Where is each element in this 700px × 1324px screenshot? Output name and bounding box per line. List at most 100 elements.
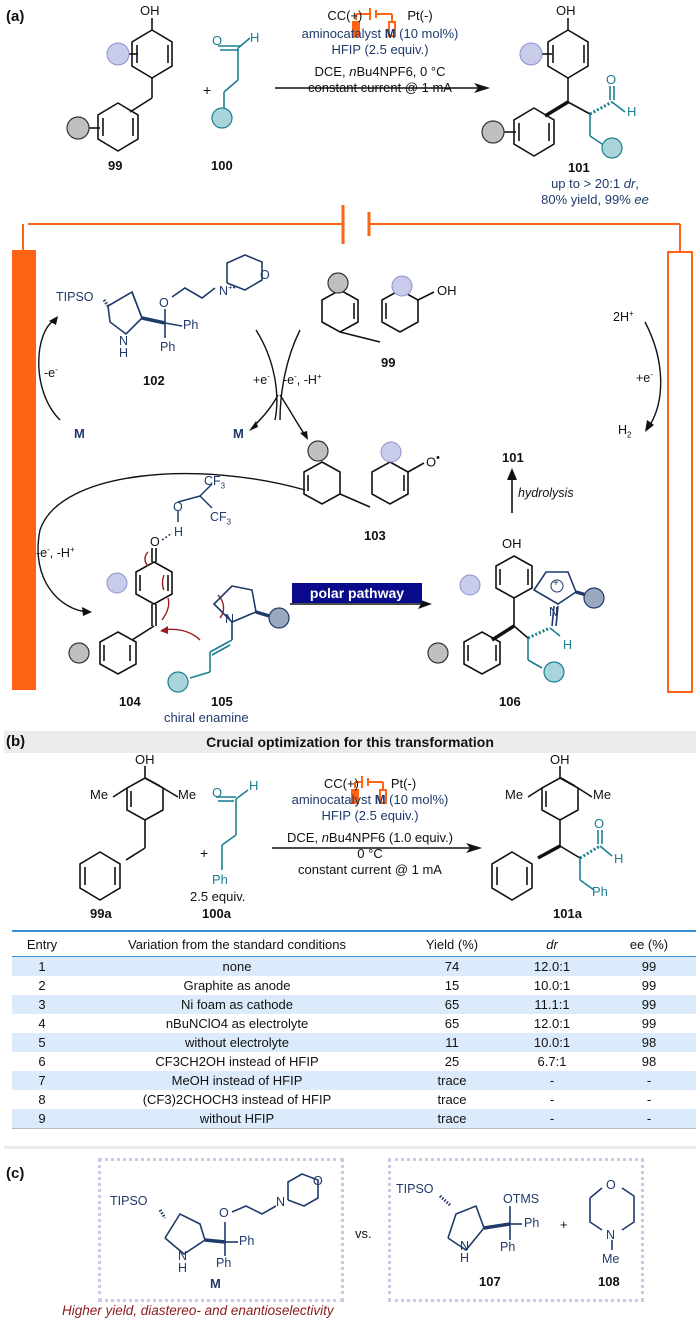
conditions-b: CC(+)Pt(-) aminocatalyst M (10 mol%) HFI… [287,776,453,877]
two-h-plus-label: 2H+ [613,309,634,325]
aldehyde-o: O [212,33,223,48]
teal-substituent [211,107,233,129]
anode-label: CC(+) [327,8,363,23]
cell-entry: 9 [12,1109,72,1129]
cell-variation: MeOH instead of HFIP [72,1071,402,1090]
cell-dr: - [502,1071,602,1090]
cell-ee: 99 [641,1016,657,1031]
catalyst-m-left: M [74,426,85,441]
plus-e-label-left: +e- [253,372,270,388]
panel-b-label: (b) [6,733,26,750]
polar-pathway-badge: polar pathway [292,583,422,603]
structure-107 [438,1194,522,1252]
aldehyde-h: H [250,30,260,45]
cell-entry: 4 [38,1016,46,1031]
cathode-electrode [667,251,693,693]
cf3-label-2: CF3 [210,510,232,527]
compound-102-label: 102 [143,373,165,388]
comparison-box [388,1158,644,1302]
structure-103 [303,461,425,508]
cell-yield: 11 [402,1033,502,1052]
structure-102 [102,254,263,338]
me-label-108: Me [602,1252,620,1266]
compound-101-label: 101 [568,160,590,175]
cell-dr: 10.0:1 [533,978,571,993]
compound-106-label: 106 [499,694,521,709]
cell-dr: 11.1:1 [502,995,602,1014]
catalyst-m: M [384,26,396,41]
compound-101-mech-label: 101 [502,450,524,465]
cell-ee: 98 [641,1054,657,1069]
cell-entry: 8 [38,1092,46,1107]
hydrolysis-label: hydrolysis [518,486,574,500]
cell-dr: 12.0:1 [533,1016,571,1031]
structure-99a [79,766,179,901]
compound-99-label: 99 [108,158,123,173]
compound-99a-label: 99a [90,906,112,921]
cell-yield: trace [437,1092,467,1107]
compound-100a-label: 100a [202,906,231,921]
panel-b-header-bar [4,731,696,753]
cell-dr: - [502,1109,602,1129]
structure-99-mech [321,289,435,343]
col-entry: Entry [12,930,72,957]
panel-c-caption: Higher yield, diastereo- and enantiosele… [62,1303,334,1318]
battery-icon [352,8,396,37]
structure-100 [218,37,251,108]
plus-sign-a: + [203,82,212,98]
oh-label-99-mech: OH [437,283,457,298]
cell-variation: (CF3)2CHOCH3 instead of HFIP [142,1092,332,1107]
cell-entry: 1 [12,956,72,976]
cf3-label-1: CF3 [204,474,226,491]
cell-dr: 6.7:1 [537,1054,567,1069]
me-label-1: Me [90,787,109,802]
catalyst-m-label: M [210,1276,221,1291]
oxidation-arrow-103-104 [37,473,306,613]
plus-e-label-right: +e- [636,370,653,386]
battery-icon-b [351,776,387,804]
cell-dr: 10.0:1 [502,1033,602,1052]
structure-108 [589,1187,635,1250]
cell-variation: CF3CH2OH instead of HFIP [155,1054,319,1069]
cell-entry: 3 [12,995,72,1014]
cell-variation: without electrolyte [72,1033,402,1052]
chiral-enamine-label: chiral enamine [164,710,249,725]
panel-c-divider [4,1146,696,1149]
compound-100-label: 100 [211,158,233,173]
equiv-label: 2.5 equiv. [190,889,246,904]
cell-entry: 7 [12,1071,72,1090]
cell-entry: 6 [38,1054,46,1069]
col-variation: Variation from the standard conditions [72,930,402,957]
catalyst-m-mid: M [233,426,244,441]
catalyst-m-box [98,1158,344,1302]
cell-variation: Graphite as anode [183,978,291,993]
cell-yield: trace [402,1109,502,1129]
cell-dr: - [549,1092,555,1107]
panel-b-title: Crucial optimization for this transforma… [206,734,494,750]
cell-yield: 74 [402,956,502,976]
cell-entry: 2 [38,978,46,993]
cell-yield: 15 [444,978,460,993]
h2-label: H2 [618,423,632,440]
cell-yield: 65 [444,1016,460,1031]
compound-105-label: 105 [211,694,233,709]
minus-e-minus-h-label: -e-, -H+ [283,372,322,388]
cathode-label: Pt(-) [407,8,433,23]
table-header-row: Entry Variation from the standard condit… [12,930,696,957]
compound-101a-label: 101a [553,906,582,921]
col-ee: ee (%) [602,930,696,957]
lavender-substituent [106,42,130,66]
compound-104-label: 104 [119,694,141,709]
oh-label-101: OH [556,3,576,18]
otms-label: OTMS [503,1192,540,1206]
compound-107-label: 107 [479,1274,501,1289]
solvent-label: Bu4NPF6, 0 °C [356,64,446,79]
structure-101 [504,18,591,157]
